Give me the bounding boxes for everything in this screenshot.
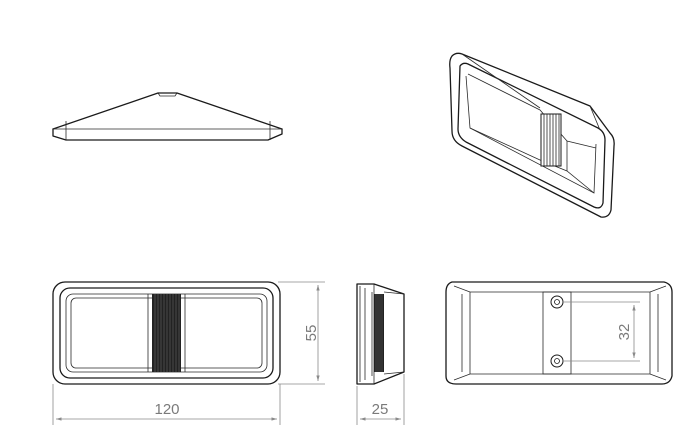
height-dimension-label: 55	[303, 325, 320, 342]
front-ribbed-post	[147, 294, 186, 372]
hole-spacing-dimension-label: 32	[616, 324, 633, 341]
lower-mounting-hole	[550, 354, 564, 368]
isometric-view	[449, 52, 615, 218]
side-profile-view	[52, 92, 283, 141]
upper-mounting-hole	[550, 295, 564, 309]
ribbed-post	[540, 113, 562, 167]
side-view: 25	[356, 283, 405, 425]
depth-dimension-label: 25	[372, 401, 389, 418]
width-dimension-label: 120	[154, 401, 179, 418]
rear-view: 32	[445, 281, 673, 385]
front-view: 55 120	[52, 281, 325, 425]
